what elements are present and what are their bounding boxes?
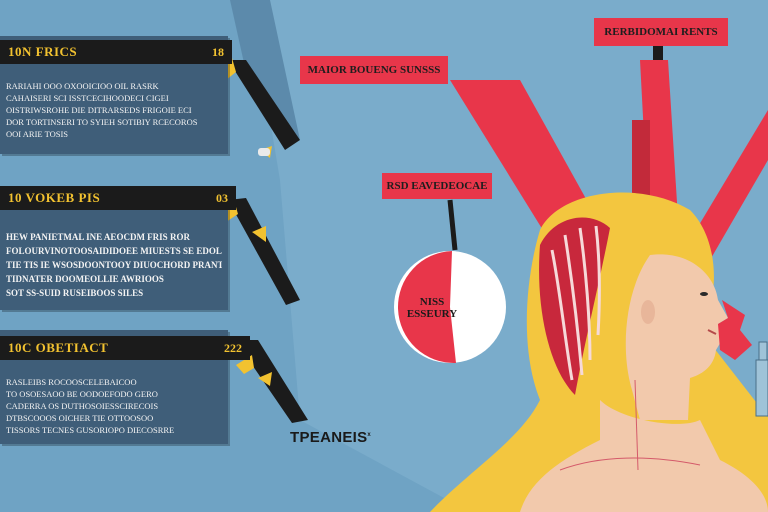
panel-line: DOR TORTINSERI TO SYIEH SOTIBIY RCECOROS bbox=[6, 117, 198, 127]
info-panel-3: 10C OBETIACT 222 RASLEIBS ROCOOSCELEBAIC… bbox=[0, 330, 250, 444]
panel-line: RASLEIBS ROCOOSCELEBAICOO bbox=[6, 377, 137, 387]
red-ray-3 bbox=[690, 110, 768, 260]
pie-label: NISS ESSEURY bbox=[404, 296, 460, 320]
panel-body-1: RARIAHI OOO OXOOICIOO OIL RASRK CAHAISER… bbox=[6, 80, 222, 140]
panel-line: FOLOURVINOTOOSAIDIDOEE MIUESTS SE EDOLOO… bbox=[6, 246, 222, 256]
panel-line: CADERRA OS DUTHOSOIESSCIRECOIS bbox=[6, 401, 159, 411]
panel-title-2: 10 VOKEB PIS bbox=[8, 190, 101, 205]
panel-line: OISTRIWSROHE DIE DITRARSEDS FRIGOIE ECI bbox=[6, 105, 192, 115]
panel-line: TIDNATER DOOMEOLLIE AWRIOOS bbox=[6, 274, 164, 284]
info-panel-2: 10 VOKEB PIS 03 HEW PANIETMAL INE AEOCDM… bbox=[0, 186, 236, 310]
panel-line: TISSORS TECNES GUSORIOPO DIECOSRRE bbox=[6, 425, 175, 435]
panel-number-3: 222 bbox=[224, 340, 242, 355]
pie-label-line-1: NISS bbox=[419, 296, 445, 308]
head-profile-illustration bbox=[430, 192, 768, 512]
pie-label-line-2: ESSEURY bbox=[406, 308, 458, 320]
panel-number-1: 18 bbox=[212, 44, 224, 59]
brand-mark: x bbox=[367, 432, 372, 438]
pill-icon bbox=[258, 148, 270, 156]
panel-header-1: 10N FRICS 18 bbox=[0, 40, 232, 64]
label-top-right: RERBIDOMAI RENTS bbox=[594, 18, 728, 46]
red-ray-5 bbox=[632, 120, 650, 200]
panel-line: TIE TIS IE WSOSDOONTOOY DIUOCHORD PRANTO bbox=[6, 260, 222, 270]
pie-pointer-line bbox=[447, 199, 458, 251]
label-mid-center: RSD EAVEDEOCAE bbox=[382, 173, 492, 199]
shade-strip bbox=[230, 0, 300, 140]
label-mid-left: MAIOR BOUENG SUNSSS bbox=[300, 56, 448, 84]
panel-header-3: 10C OBETIACT 222 bbox=[0, 336, 250, 360]
panel-line: SOT SS-SUID RUSEIBOOS SILES bbox=[6, 288, 144, 298]
panel-line: HEW PANIETMAL INE AEOCDM FRIS ROR bbox=[6, 232, 190, 242]
pointer-beam-2 bbox=[228, 198, 300, 305]
pointer-beam-3 bbox=[235, 340, 308, 423]
bottle-icon bbox=[755, 341, 768, 417]
pointer-beam-1 bbox=[228, 60, 300, 150]
brand-logo: TPEANEISx bbox=[290, 429, 371, 446]
panel-body-3: RASLEIBS ROCOOSCELEBAICOO TO OSOESAOO BE… bbox=[6, 376, 222, 436]
panel-number-2: 03 bbox=[216, 190, 228, 205]
label-stub bbox=[653, 46, 663, 60]
panel-header-2: 10 VOKEB PIS 03 bbox=[0, 186, 236, 210]
pie-chart-illustration bbox=[394, 251, 506, 364]
panel-title-1: 10N FRICS bbox=[8, 44, 78, 59]
panel-line: RARIAHI OOO OXOOICIOO OIL RASRK bbox=[6, 81, 159, 91]
panel-line: TO OSOESAOO BE OODOEFODO GERO bbox=[6, 389, 158, 399]
panel-body-2: HEW PANIETMAL INE AEOCDM FRIS ROR FOLOUR… bbox=[6, 230, 222, 300]
panel-line: CAHAISERI SCI ISSTCECIHOODECI CIGEI bbox=[6, 93, 169, 103]
panel-line: DTBSCOOOS OICHER TIE OTTOOSOO bbox=[6, 413, 154, 423]
panel-title-3: 10C OBETIACT bbox=[8, 340, 109, 355]
info-panel-1: 10N FRICS 18 RARIAHI OOO OXOOICIOO OIL R… bbox=[0, 36, 232, 154]
brand-text: TPEANEIS bbox=[290, 429, 368, 446]
panel-line: OOI ARIE TOSIS bbox=[6, 129, 69, 139]
